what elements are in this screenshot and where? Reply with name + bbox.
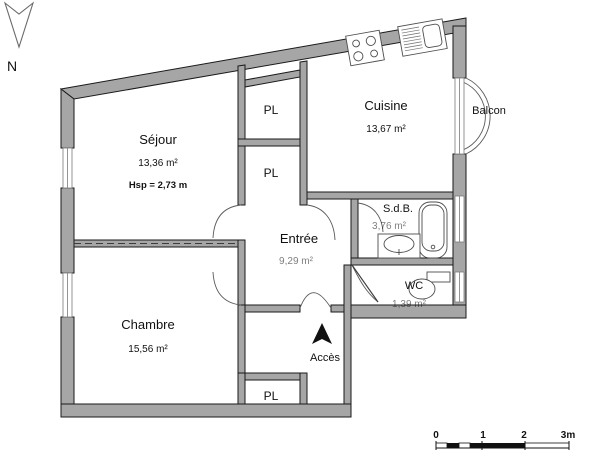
scale-tick-0: 0 (433, 430, 439, 441)
wall-right-upper (452, 25, 467, 79)
room-area-chambre: 15,56 m² (128, 344, 168, 355)
wall-pl-bottom (237, 372, 246, 405)
door-swing-sdb (357, 202, 384, 233)
wall-pl-bottom-top (244, 372, 301, 381)
wall-pl-right (299, 60, 308, 206)
room-label-sejour: Séjour (139, 132, 177, 147)
north-compass: N (3, 1, 35, 74)
wall-sdb-left (350, 198, 359, 266)
room-area-cuisine: 13,67 m² (366, 124, 406, 135)
toilet-bowl-icon (408, 278, 436, 300)
access-arrow-icon (312, 323, 332, 344)
door-swing-cuisine (306, 204, 336, 241)
balcony-label: Balcon (472, 105, 506, 117)
windows-left (62, 147, 73, 318)
room-label-chambre: Chambre (121, 317, 174, 332)
wc-cistern-icon (426, 271, 451, 283)
room-label-sdb: S.d.B. (383, 203, 413, 215)
interior-walls (73, 60, 454, 405)
balcony-outline (465, 77, 491, 155)
door-swing-acces (299, 292, 332, 309)
bathroom-fixtures (377, 201, 451, 300)
wall-cuisine-bottom (306, 191, 454, 200)
closet-label-pl-top: PL (264, 103, 279, 117)
wall-entree-left (237, 239, 246, 306)
wall-acces-left (244, 304, 301, 313)
door-swings (212, 202, 384, 309)
north-arrow-icon (3, 1, 35, 49)
wall-entree-right (343, 264, 352, 405)
scale-bar: 0 1 2 3m (433, 430, 575, 450)
door-swing-wc (351, 264, 379, 303)
scale-tick-3: 3m (561, 430, 576, 441)
room-area-wc: 1,39 m² (392, 299, 427, 310)
wall-pl-top-stub (244, 69, 301, 88)
scale-tick-1: 1 (480, 430, 486, 441)
scale-tick-2: 2 (521, 430, 527, 441)
wall-sejour-right (237, 64, 246, 206)
balcony-outline-inner (462, 81, 486, 151)
wall-bottom (60, 403, 352, 418)
closet-label-pl-bottom: PL (264, 389, 279, 403)
wall-left-lower (60, 316, 75, 405)
windows-right (454, 195, 465, 303)
wall-left-upper (60, 87, 75, 149)
wall-sdb-bottom (350, 257, 454, 266)
cooktop-icon (345, 29, 385, 67)
room-area-sdb: 3,76 m² (372, 221, 407, 232)
door-swing-chambre (212, 271, 242, 306)
kitchen-fixtures (345, 18, 448, 67)
door-swing-sejour (212, 204, 242, 239)
room-note-sejour: Hsp = 2,73 m (129, 180, 187, 191)
room-labels: Séjour 13,36 m² Hsp = 2,73 m Cuisine 13,… (121, 98, 426, 355)
closet-labels: PL PL PL (264, 103, 279, 403)
room-area-sejour: 13,36 m² (138, 158, 178, 169)
wall-between-pl (237, 138, 301, 147)
room-label-entree: Entrée (280, 231, 318, 246)
wall-acces-right (330, 304, 345, 313)
closet-label-pl-middle: PL (264, 166, 279, 180)
room-area-entree: 9,29 m² (279, 256, 314, 267)
room-label-cuisine: Cuisine (364, 98, 407, 113)
access-marker: Accès (310, 323, 340, 364)
wall-left-mid (60, 187, 75, 274)
north-label: N (7, 58, 17, 74)
wall-pl-bottom-right (299, 372, 308, 405)
access-label: Accès (310, 352, 340, 364)
room-label-wc: WC (405, 280, 423, 292)
balcony: Balcon (454, 77, 506, 155)
